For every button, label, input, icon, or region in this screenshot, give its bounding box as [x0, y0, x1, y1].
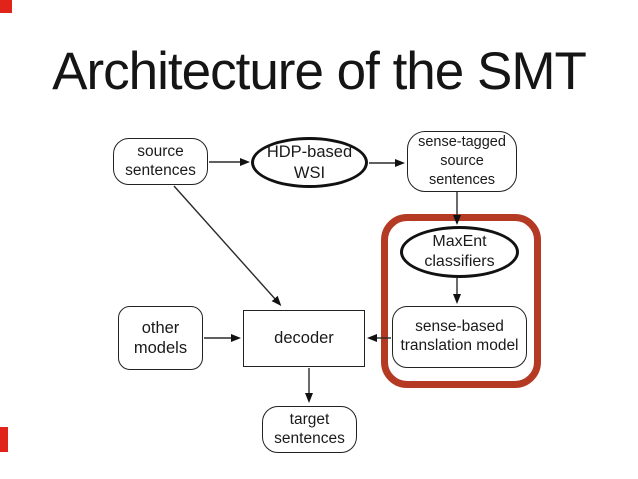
node-label-line: sense-based [415, 318, 504, 336]
node-label-line: source [440, 153, 484, 170]
node-label-line: MaxEnt [432, 233, 487, 251]
node-label-line: other [141, 318, 180, 337]
slide-title: Architecture of the SMT [52, 42, 587, 101]
node-sense-tagged-source-sentences: sense-tagged source sentences [407, 131, 517, 192]
node-label-line: WSI [293, 163, 326, 182]
node-source-sentences: source sentences [113, 138, 208, 185]
node-label-line: sentences [274, 429, 345, 447]
node-label-line: sentences [125, 161, 196, 179]
node-sense-based-translation-model: sense-based translation model [392, 306, 527, 368]
node-maxent-classifiers: MaxEnt classifiers [400, 226, 519, 278]
node-target-sentences: target sentences [262, 406, 357, 453]
node-hdp-based-wsi: HDP-based WSI [251, 137, 368, 188]
node-label-line: sentences [428, 171, 496, 188]
node-other-models: other models [118, 306, 203, 370]
red-marker-top-left [0, 0, 12, 13]
node-decoder: decoder [243, 310, 365, 367]
node-label-line: HDP-based [266, 143, 353, 162]
node-label-line: models [133, 339, 188, 357]
node-label-line: target [289, 410, 330, 428]
arrow-source-to-decoder [173, 185, 282, 306]
node-label-line: sense-tagged [418, 134, 506, 151]
node-label-line: source [137, 142, 184, 160]
node-label-line: decoder [274, 329, 334, 348]
highlight-box [381, 214, 541, 388]
red-marker-left [0, 427, 8, 452]
node-label-line: classifiers [424, 253, 495, 270]
node-label-line: translation model [400, 337, 519, 354]
